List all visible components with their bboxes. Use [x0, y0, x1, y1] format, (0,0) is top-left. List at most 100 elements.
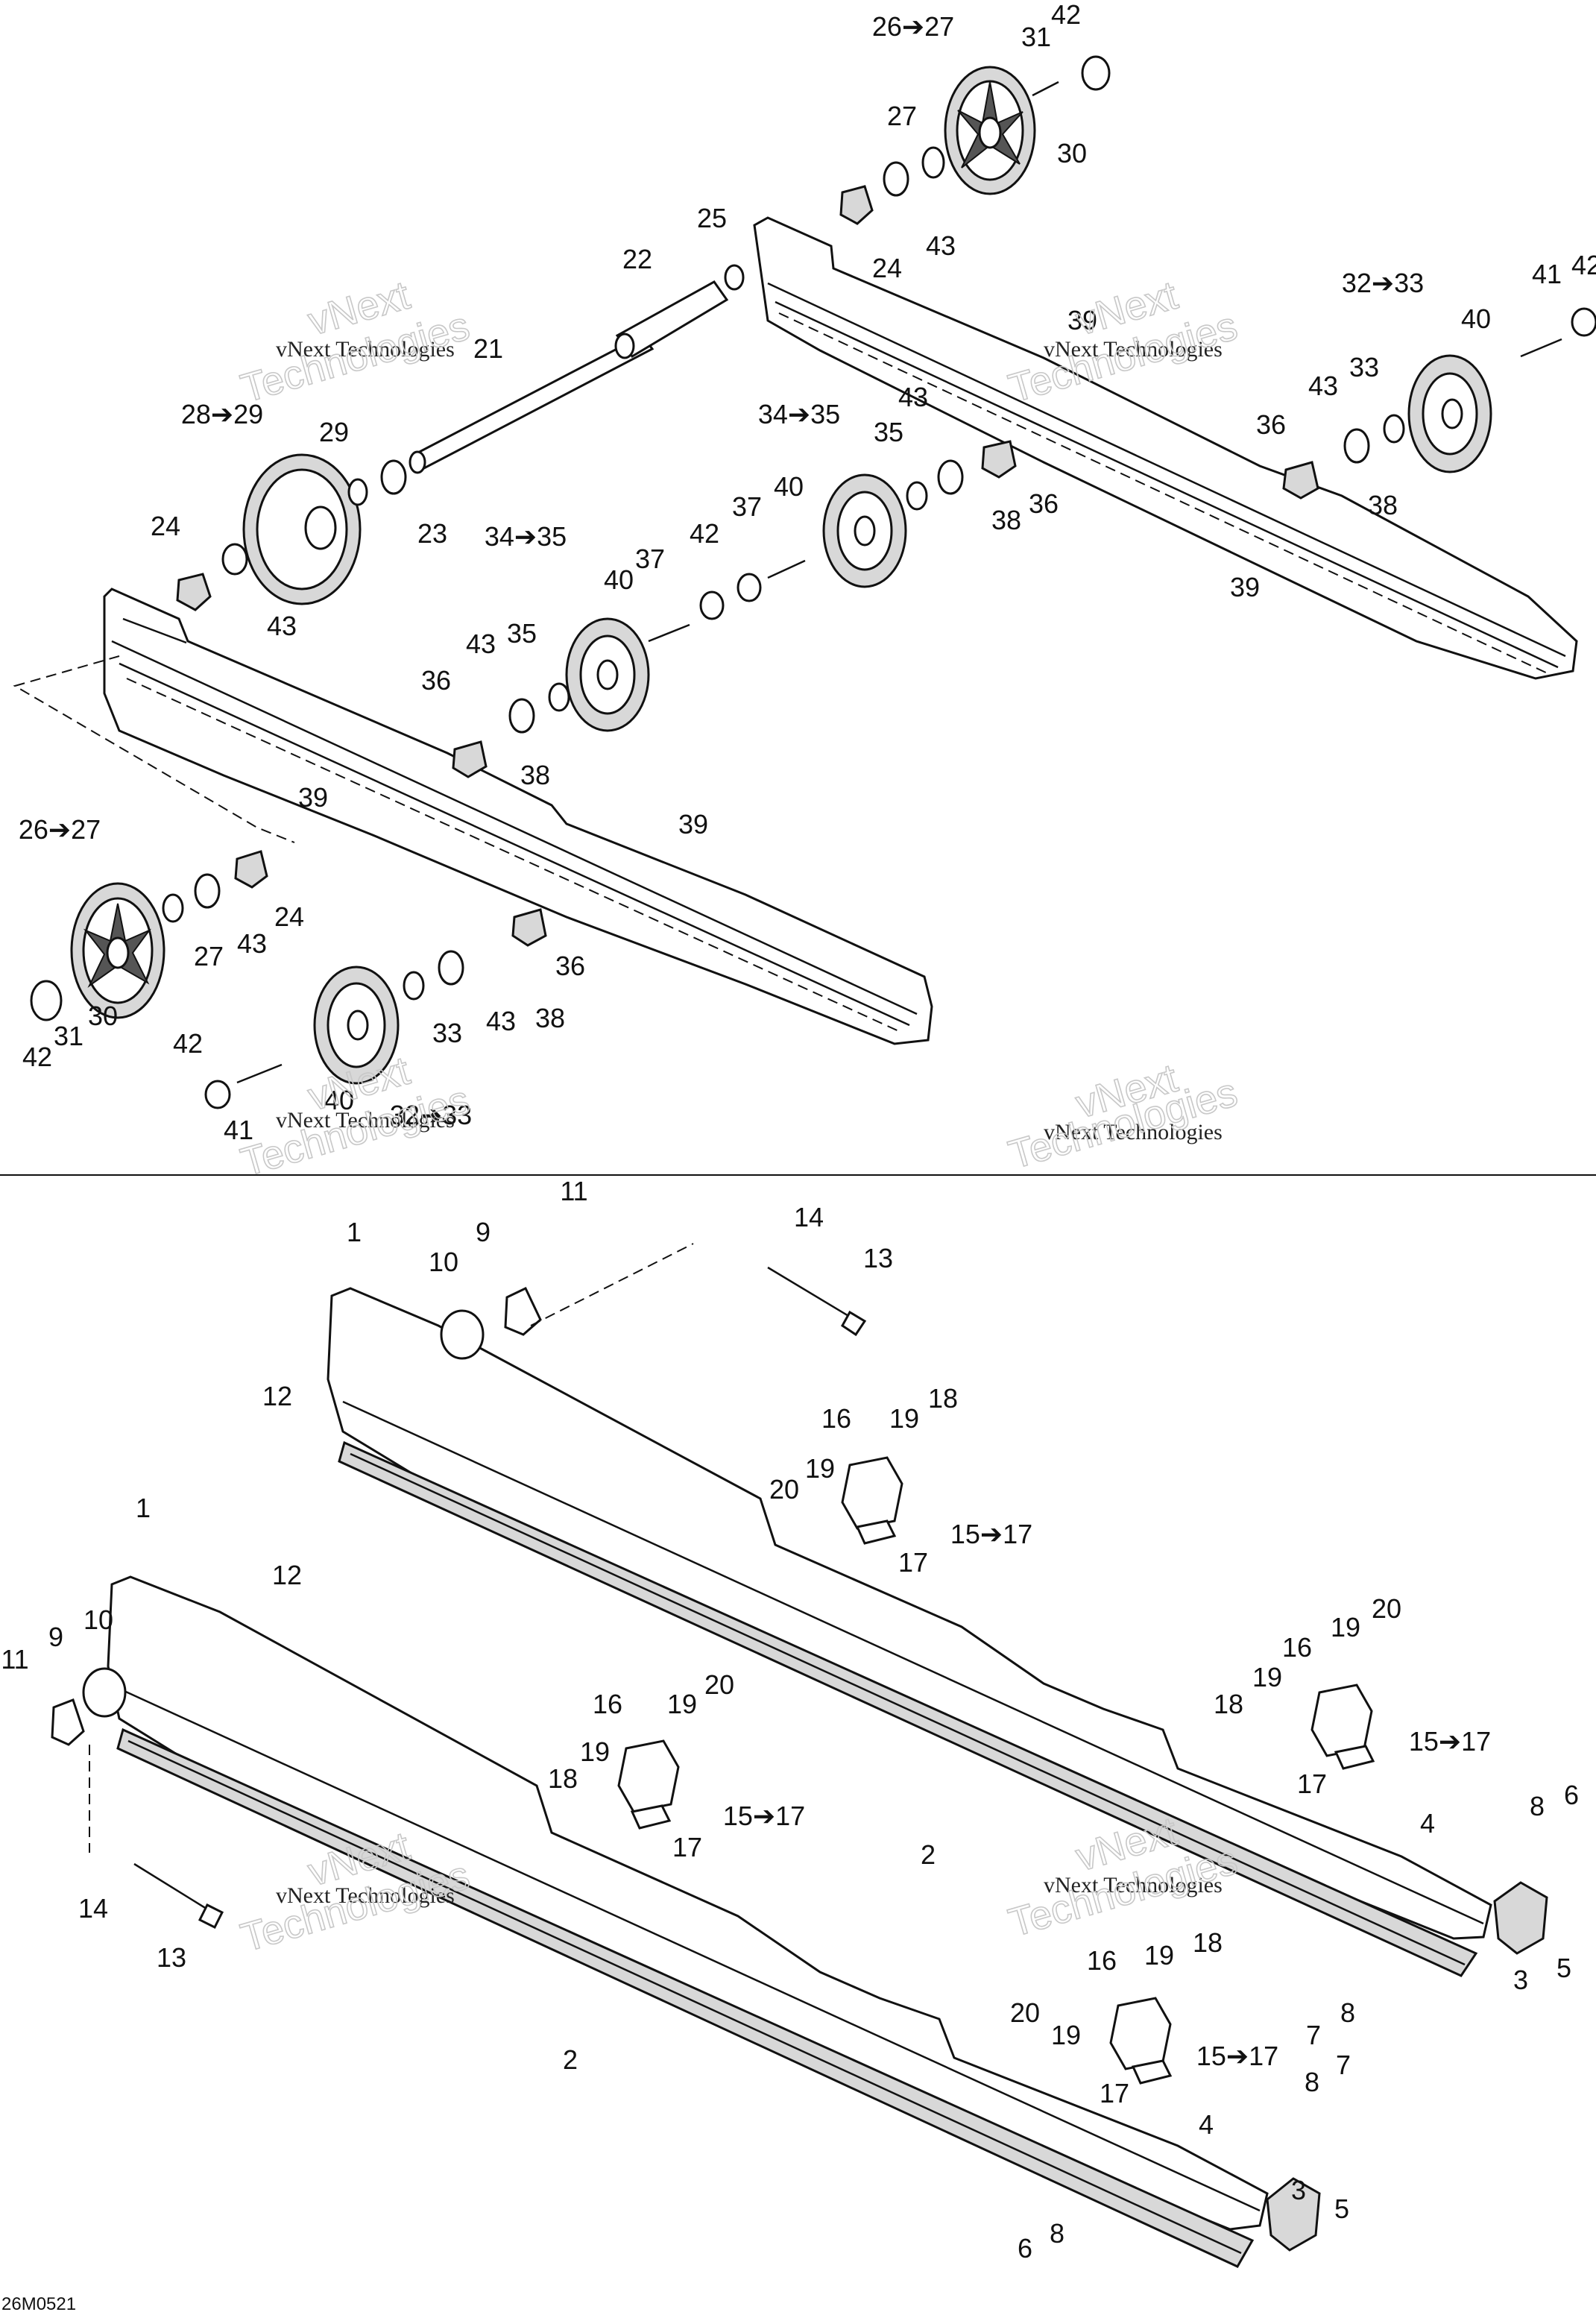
bolt-41-low: [236, 1063, 283, 1084]
callout-label: 18: [1193, 1927, 1223, 1958]
callout-label: 31: [54, 1021, 83, 1051]
callout-label: 4: [1199, 2109, 1214, 2140]
callout-label: 16: [1087, 1945, 1117, 1976]
callout-label: 43: [237, 928, 267, 959]
callout-label: 24: [872, 253, 902, 283]
bracket-36-mid: [981, 440, 1017, 479]
cap-42-top: [1081, 55, 1111, 91]
callout-label: 10: [429, 1247, 458, 1277]
callout-label: 1: [136, 1493, 151, 1523]
callout-label: 19: [805, 1453, 835, 1484]
callout-label: 33: [1349, 352, 1379, 382]
callout-label: 41: [224, 1115, 253, 1145]
cap-42-right: [1571, 307, 1596, 337]
callout-label: 8: [1340, 1997, 1355, 2028]
axle-support-24-low: [234, 850, 268, 889]
bearing-29: [347, 478, 368, 506]
wheel-32-right: [1407, 354, 1492, 473]
cap-42-mid: [737, 573, 762, 602]
callout-label: 26➔27: [19, 814, 101, 845]
watermark-text: vNext Technologies: [276, 1883, 455, 1908]
callout-label: 25: [697, 203, 727, 233]
callout-label: 31: [1021, 22, 1051, 52]
callout-label: 11: [560, 1176, 587, 1206]
watermark-text: vNext Technologies: [1044, 1873, 1223, 1897]
block-17-b: [1334, 1745, 1375, 1770]
slide-rail-upper: [327, 1287, 1492, 1977]
callout-label: 24: [151, 511, 180, 541]
callout-label: 39: [678, 809, 708, 840]
callout-label: 18: [1214, 1689, 1243, 1719]
bearing-33-right: [1383, 414, 1405, 444]
callout-label: 11: [1, 1644, 28, 1675]
callout-label: 23: [417, 518, 447, 549]
block-17-c: [630, 1804, 672, 1830]
callout-label: 14: [794, 1202, 824, 1232]
bearing-35-mid: [906, 481, 928, 511]
drawing-code: 26M0521: [1, 2294, 76, 2314]
callout-label: 36: [1256, 409, 1286, 440]
callout-label: 27: [194, 941, 224, 971]
callout-label: 7: [1306, 2020, 1321, 2050]
callout-label: 24: [274, 901, 304, 932]
callout-label: 3: [1291, 2175, 1306, 2205]
callout-label: 20: [769, 1474, 799, 1505]
bolt-37-mid: [767, 559, 806, 579]
axle-support-24-top: [839, 185, 874, 225]
callout-label: 42: [1571, 250, 1596, 280]
callout-label: 21: [473, 333, 503, 364]
callout-label: 20: [704, 1669, 734, 1700]
bracket-36-left: [452, 740, 488, 778]
upper-right-rail: [753, 216, 1578, 680]
bolt-41-right: [1520, 338, 1562, 358]
callout-label: 40: [604, 564, 634, 595]
wheel-32-low: [313, 966, 400, 1085]
block-17-d: [1131, 2059, 1173, 2085]
callout-label: 35: [874, 417, 903, 447]
callout-label: 20: [1010, 1997, 1040, 2028]
cap-42-low: [204, 1080, 231, 1109]
assembly-outline: [13, 655, 295, 843]
callout-label: 19: [1331, 1612, 1360, 1642]
adjuster-bolt-13-lower-head: [198, 1903, 224, 1930]
block-16-d: [1109, 1997, 1172, 2070]
callout-label: 5: [1334, 2193, 1349, 2224]
callout-label: 14: [78, 1893, 108, 1924]
watermark-text: vNext Technologies: [1044, 1120, 1223, 1144]
spacer-43-mid: [937, 459, 964, 495]
callout-label: 5: [1556, 1953, 1571, 1983]
callout-label: 38: [520, 760, 550, 790]
callout-label: 15➔17: [723, 1801, 805, 1831]
callout-label: 9: [48, 1622, 63, 1652]
wheel-34-mid: [822, 473, 907, 588]
callout-label: 6: [1018, 2233, 1032, 2264]
callout-label: 26➔27: [872, 11, 954, 42]
callout-label: 1: [347, 1217, 362, 1247]
callout-label: 27: [887, 101, 917, 131]
callout-label: 38: [535, 1003, 565, 1033]
callout-label: 17: [1100, 2078, 1129, 2108]
callout-label: 13: [157, 1942, 186, 1973]
callout-label: 30: [1057, 138, 1087, 168]
callout-label: 41: [1532, 259, 1562, 289]
callout-label: 36: [555, 951, 585, 981]
callout-label: 34➔35: [758, 399, 840, 429]
callout-label: 43: [466, 629, 496, 659]
watermark-text: vNext Technologies: [1044, 337, 1223, 362]
bracket-9-upper: [504, 1286, 542, 1336]
idler-wheel-top: [944, 66, 1036, 195]
bearing-27-left: [162, 893, 184, 923]
callout-label: 30: [88, 1001, 118, 1031]
callout-label: 29: [319, 417, 349, 447]
callout-label: 43: [898, 382, 928, 412]
callout-label: 2: [921, 1839, 936, 1870]
plate-10-upper: [440, 1309, 485, 1360]
spacer-43-left2: [508, 698, 535, 734]
callout-label: 17: [898, 1547, 928, 1578]
callout-label: 3: [1513, 1965, 1528, 1995]
bearing-35-left: [548, 682, 570, 712]
callout-label: 39: [1067, 305, 1097, 336]
bracket-36-right: [1282, 461, 1319, 500]
callout-label: 38: [991, 505, 1021, 535]
